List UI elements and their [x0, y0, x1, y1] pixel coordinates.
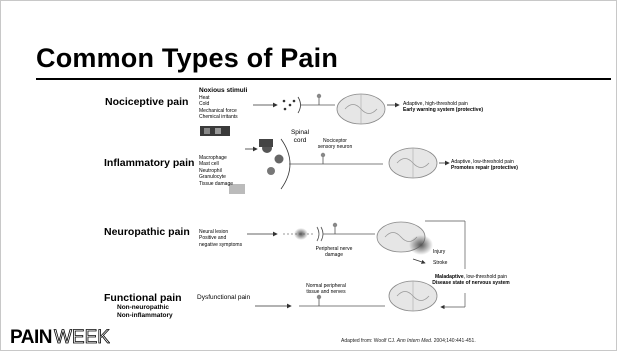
citation-journal: Ann Intern Med	[396, 338, 431, 344]
label-line: damage	[324, 252, 344, 258]
outcome-rest-text: , low-threshold pain	[463, 274, 507, 280]
inflammatory-cells-list: Macrophage Mast cell Neutrophil Granuloc…	[199, 155, 233, 187]
normal-tissue-label: Normal peripheral tissue and nerves	[291, 283, 361, 295]
outcome-line: Disease state of nervous system	[432, 280, 510, 287]
svg-text:PAIN: PAIN	[10, 327, 52, 348]
spinal-cord-neuropathic-icon	[376, 221, 433, 255]
outcome-line: Adaptive, low-threshold pain	[451, 159, 514, 165]
cause-item: negative symptoms	[199, 241, 243, 248]
label-line: Peripheral nerve	[315, 246, 353, 252]
neuropathic-outcome: Maladaptive, low-threshold pain Disease …	[419, 274, 523, 287]
label-line: Spinal	[290, 129, 310, 136]
spinal-cord-nociceptive-icon	[336, 93, 386, 125]
subtitle-line: Non-inflammatory	[117, 312, 173, 319]
svg-text:WEEK.: WEEK.	[54, 327, 110, 348]
cause-item: Positive and	[199, 235, 227, 242]
functional-subtitle: Non-neuropathic Non-inflammatory	[117, 304, 173, 320]
functional-pathway	[255, 293, 466, 310]
label-line: tissue and nerves	[306, 289, 346, 295]
stimulus-item: Mechanical force	[199, 107, 237, 114]
outcome-line: Promotes repair (protective)	[451, 165, 518, 172]
neuropathic-causes: Neural lesion Positive and negative symp…	[199, 229, 242, 248]
spinal-cord-label: Spinal cord	[283, 129, 317, 145]
noxious-stimuli-label: Noxious stimuli	[199, 87, 248, 94]
subtitle-line: Non-neuropathic	[117, 304, 169, 311]
inflammatory-outcome: Adaptive, low-threshold pain Promotes re…	[451, 159, 518, 172]
stroke-label: Stroke	[433, 260, 448, 266]
label-line: Nociceptor	[323, 138, 347, 144]
spinal-cord-functional-icon	[388, 280, 438, 312]
citation: Adapted from: Woolf CJ. Ann Intern Med. …	[341, 338, 476, 344]
label-line: sensory neuron	[317, 144, 353, 150]
nociceptive-outcome: Adaptive, high-threshold pain Early warn…	[403, 101, 483, 114]
nociceptor-label: Nociceptor sensory neuron	[305, 138, 365, 150]
nociceptive-pathway	[253, 93, 400, 114]
cell-item: Neutrophil	[199, 167, 222, 174]
inflammatory-pain-label: Inflammatory pain	[104, 157, 195, 169]
spinal-cord-inflammatory-icon	[388, 147, 438, 179]
cause-item: Neural lesion	[199, 229, 229, 235]
cell-item: Mast cell	[199, 161, 219, 168]
functional-pain-label: Functional pain	[104, 292, 182, 304]
inflammatory-pathway	[229, 138, 450, 194]
outcome-line: Adaptive, high-threshold pain	[403, 101, 468, 107]
neuropathic-pathway	[247, 220, 466, 269]
neuropathic-pain-label: Neuropathic pain	[104, 226, 190, 238]
stimulus-item: Chemical irritants	[199, 114, 238, 121]
slide-title: Common Types of Pain	[36, 43, 339, 73]
painweek-logo: PAIN WEEK.	[10, 326, 116, 349]
maladaptive-text: Maladaptive	[435, 274, 464, 280]
cell-item: Granulocyte	[199, 174, 226, 181]
stimulus-item: Heat	[199, 95, 210, 101]
stimulus-item: Cold	[199, 101, 210, 108]
label-line: Normal peripheral	[306, 283, 346, 289]
cell-item: Macrophage	[199, 155, 227, 161]
dysfunctional-pain-label: Dysfunctional pain	[197, 294, 251, 301]
injury-label: Injury	[433, 249, 446, 255]
cell-item: Tissue damage	[199, 180, 233, 187]
citation-author: Adapted from: Woolf CJ.	[341, 338, 397, 344]
title-underline	[36, 78, 611, 80]
label-line: cord	[293, 137, 307, 144]
nociceptive-pain-label: Nociceptive pain	[105, 96, 189, 108]
citation-details: . 2004;140:441-451.	[430, 338, 476, 344]
nerve-damage-label: Peripheral nerve damage	[301, 246, 367, 258]
outcome-line: Maladaptive, low-threshold pain	[419, 274, 523, 280]
outcome-line: Early warning system (protective)	[403, 107, 484, 114]
stimuli-list: Heat Cold Mechanical force Chemical irri…	[199, 95, 238, 121]
